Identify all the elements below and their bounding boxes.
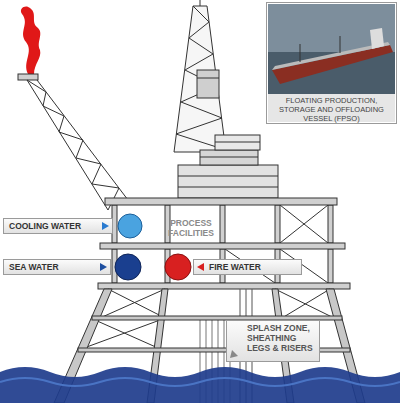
fpso-photo (370, 28, 384, 49)
drilling-derrick (197, 78, 219, 79)
accommodation-block (200, 157, 258, 158)
fpso-photo (268, 4, 395, 122)
label-text: SPLASH ZONE, SHEATHING LEGS & RISERS (247, 323, 315, 353)
label-text: FIRE WATER (209, 262, 297, 272)
pointer-arrow (100, 222, 238, 358)
deck-structure (220, 205, 225, 243)
drilling-derrick (197, 70, 219, 98)
deck-structure (280, 205, 328, 243)
flow-label-box: SEA WATER (3, 259, 111, 275)
utility-circles (165, 254, 191, 280)
flare-flame (21, 6, 40, 74)
flare-boom (18, 74, 38, 80)
deck-structure (105, 198, 337, 205)
deck-structure (328, 249, 333, 283)
label-text: SEA WATER (9, 262, 106, 272)
deck-structure (275, 205, 280, 243)
flare-flame (21, 6, 40, 74)
flow-label-box: COOLING WATER (3, 218, 113, 234)
accommodation-block (215, 142, 260, 143)
sea-water (0, 367, 400, 403)
deck-structure (100, 243, 345, 249)
accommodation-block (178, 165, 278, 198)
fpso-photo (340, 36, 341, 53)
fpso-photo (268, 94, 395, 122)
deck-structure (328, 205, 333, 243)
drilling-derrick (174, 6, 226, 152)
accommodation-block (178, 176, 278, 177)
utility-circles (118, 214, 142, 238)
flow-label-box: FIRE WATER (193, 259, 302, 275)
drilling-derrick (176, 6, 226, 150)
accommodation-block (178, 135, 278, 198)
flare-boom (27, 80, 119, 210)
sea-water (0, 378, 400, 386)
fpso-photo (300, 44, 301, 62)
jacket-structure (275, 289, 334, 318)
label-text: FLOATING PRODUCTION, STORAGE AND OFFLOAD… (270, 96, 393, 123)
accommodation-block (178, 187, 278, 188)
label-text: COOLING WATER (9, 221, 108, 231)
deck-structure (98, 283, 350, 289)
photo-inset: FLOATING PRODUCTION, STORAGE AND OFFLOAD… (266, 2, 397, 124)
area-label: PROCESS FACILITIES (158, 218, 224, 238)
jacket-structure (282, 289, 330, 318)
deck-structure (280, 205, 328, 243)
fpso-photo (268, 4, 395, 94)
sea-water (0, 367, 400, 403)
accommodation-block (215, 135, 260, 150)
utility-circles (115, 254, 141, 280)
accommodation-block (200, 150, 258, 165)
drilling-derrick (174, 0, 226, 152)
deck-structure (98, 198, 350, 289)
flare-boom (18, 74, 128, 210)
drilling-derrick (200, 0, 201, 6)
flare-boom (27, 80, 108, 210)
zone-label-box: SPLASH ZONE, SHEATHING LEGS & RISERS (226, 320, 320, 362)
